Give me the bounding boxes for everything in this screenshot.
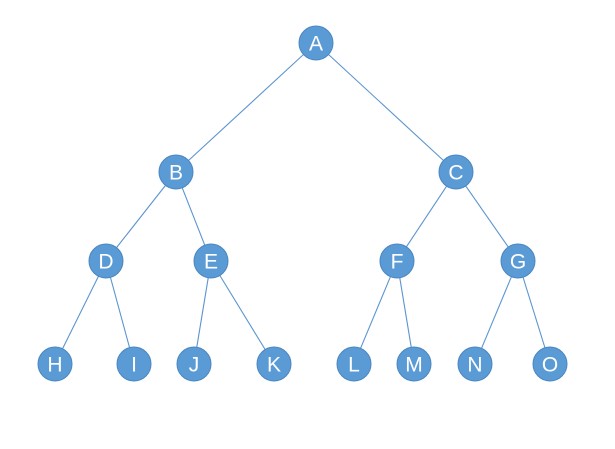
edge-c-f xyxy=(405,185,448,248)
node-label: D xyxy=(98,251,113,274)
node-label: C xyxy=(448,162,463,185)
node-circle xyxy=(379,243,415,279)
edge-g-n xyxy=(481,276,512,349)
edge-d-i xyxy=(109,277,131,348)
node-circle xyxy=(37,346,73,382)
edge-b-d xyxy=(116,185,166,248)
node-circle xyxy=(158,154,194,190)
tree-nodes: A B C D E F G H I J K L M N O xyxy=(37,25,568,382)
node-label: J xyxy=(189,354,200,377)
node-circle xyxy=(88,243,124,279)
node-a: A xyxy=(298,25,334,61)
edge-d-h xyxy=(62,275,99,350)
node-label: O xyxy=(542,354,558,377)
node-circle xyxy=(396,346,432,382)
node-m: M xyxy=(396,346,432,382)
edge-a-b xyxy=(188,54,304,161)
node-label: M xyxy=(405,354,423,377)
node-b: B xyxy=(158,154,194,190)
node-label: L xyxy=(348,354,360,377)
node-label: A xyxy=(309,33,323,56)
edge-a-c xyxy=(328,54,444,161)
node-circle xyxy=(256,346,292,382)
edge-e-k xyxy=(219,275,266,350)
node-label: F xyxy=(391,251,404,274)
node-circle xyxy=(116,346,152,382)
node-g: G xyxy=(500,243,536,279)
node-k: K xyxy=(256,346,292,382)
node-e: E xyxy=(193,243,229,279)
node-circle xyxy=(298,25,334,61)
node-l: L xyxy=(336,346,372,382)
node-label: E xyxy=(204,251,218,274)
node-circle xyxy=(193,243,229,279)
node-i: I xyxy=(116,346,152,382)
edge-f-m xyxy=(399,277,412,348)
node-d: D xyxy=(88,243,124,279)
node-circle xyxy=(336,346,372,382)
edge-g-o xyxy=(522,277,546,348)
node-j: J xyxy=(176,346,212,382)
edge-c-g xyxy=(465,185,509,248)
node-label: H xyxy=(47,354,62,377)
node-circle xyxy=(500,243,536,279)
node-label: N xyxy=(467,354,482,377)
node-circle xyxy=(532,346,568,382)
node-label: B xyxy=(169,162,183,185)
tree-edges xyxy=(62,54,546,350)
node-circle xyxy=(457,346,493,382)
edge-f-l xyxy=(360,276,391,349)
node-label: G xyxy=(510,251,526,274)
node-o: O xyxy=(532,346,568,382)
node-label: K xyxy=(267,354,281,377)
node-n: N xyxy=(457,346,493,382)
edge-e-j xyxy=(196,277,209,348)
node-c: C xyxy=(438,154,474,190)
node-h: H xyxy=(37,346,73,382)
edge-b-e xyxy=(181,187,206,246)
node-label: I xyxy=(131,354,137,377)
node-circle xyxy=(438,154,474,190)
node-circle xyxy=(176,346,212,382)
node-f: F xyxy=(379,243,415,279)
